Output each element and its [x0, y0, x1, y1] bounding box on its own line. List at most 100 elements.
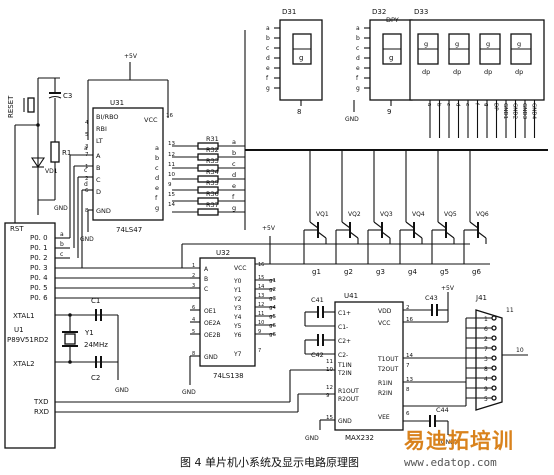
- transistor-label: VQ6: [476, 211, 489, 218]
- reset-circuit: RESET C3 R1 VD1 GND: [7, 77, 72, 223]
- u31-in-c-label: c: [84, 167, 87, 174]
- u41-right-pin: R1IN: [378, 380, 392, 387]
- digit-select-label: g5: [440, 268, 449, 276]
- display-pin-label: a: [356, 25, 360, 32]
- seg-line-label: g: [232, 204, 236, 212]
- u32-gnd-label: GND: [182, 389, 196, 396]
- u32-left-pin: C: [204, 286, 208, 293]
- u31-pin-ob: b: [155, 154, 159, 162]
- u32-part: 74LS138: [213, 372, 244, 380]
- mcu-u1: RST P0. 0 P0. 1 P0. 2 P0. 3 P0. 4 P0. 5 …: [4, 222, 56, 449]
- u32-right-num: 9: [258, 329, 261, 335]
- reset-cap-label: C3: [63, 92, 72, 100]
- display-pin-label: b: [266, 35, 270, 42]
- seg-line-label: e: [232, 182, 236, 190]
- u31-num-1: 1: [85, 164, 89, 170]
- u32-left-pin: OE1: [204, 308, 217, 315]
- cap-c43: C43: [425, 294, 438, 302]
- seg-resistor-label: R32: [206, 146, 219, 154]
- u41-left-num: 15: [326, 415, 333, 421]
- u32-left-pin: A: [204, 266, 209, 273]
- transistor-label: VQ4: [412, 211, 425, 218]
- mcu-pin-p01: P0. 1: [30, 244, 48, 252]
- u41-left-pin: T2IN: [337, 370, 352, 377]
- u32-right-num: 10: [258, 320, 264, 326]
- mcu-pin-p04: P0. 4: [30, 274, 48, 282]
- mcu-part: P89V51RD2: [7, 336, 49, 344]
- u32-left-num: 2: [192, 273, 195, 279]
- d33-seg-g: g: [455, 40, 459, 48]
- mcu-pin-txd: TXD: [33, 398, 48, 406]
- u32-right-pin: VCC: [234, 265, 246, 272]
- u32-right-num: 14: [258, 284, 264, 290]
- u41-right-num: 6: [406, 411, 410, 417]
- u32-right-pin: Y3: [233, 305, 242, 312]
- gnd-label: GND: [345, 116, 359, 123]
- u41-right-pin: VEE: [378, 414, 390, 421]
- db9-pin-num: 2: [484, 336, 488, 343]
- db9-pin: [491, 355, 497, 361]
- u41-right-pin: VDD: [378, 308, 392, 315]
- display-ref: D32: [372, 8, 386, 16]
- u32-right-num: 12: [258, 302, 264, 308]
- d33-seg-dp: dp: [484, 68, 492, 76]
- u32-vcc-label: +5V: [262, 225, 276, 232]
- u32-left-num: 6: [192, 305, 195, 311]
- d33-pin: f: [474, 103, 480, 106]
- u31-ref: U31: [110, 99, 124, 107]
- u31-pin-bi: BI/RBO: [96, 113, 119, 121]
- u31-num-8: 8: [85, 208, 89, 214]
- mcu-pin-p03: P0. 3: [30, 264, 48, 272]
- watermark-url: www.edatop.com: [404, 456, 497, 469]
- d33-seg-dp: dp: [453, 68, 461, 76]
- crystal-osc: Y1 24MHz C1 C2 GND: [55, 297, 129, 394]
- u32-right-pin: Y5: [233, 323, 242, 330]
- u41-right-num: 16: [406, 317, 413, 323]
- u31-num-4: 4: [85, 120, 89, 126]
- u31-pin-rbi: RBI: [96, 125, 107, 133]
- d33-seg-g: g: [517, 40, 521, 48]
- cap-c41: C41: [311, 296, 324, 304]
- u32-right-pin: Y0: [233, 278, 242, 285]
- db9-pin-num: 5: [484, 396, 488, 403]
- mcu-pin-p02: P0. 2: [30, 254, 48, 262]
- figure-caption: 图 4 单片机小系统及显示电路原理图: [180, 456, 359, 469]
- u32-ref: U32: [216, 249, 230, 257]
- u32-right-pin: Y4: [233, 314, 242, 321]
- u32-right-num: 7: [258, 348, 261, 354]
- seg-resistor-label: R37: [206, 201, 219, 209]
- cap-c42: C42: [311, 351, 324, 359]
- u32-out-label: g3: [269, 296, 276, 302]
- u32-left-pin: OE2B: [204, 332, 220, 339]
- db9-pin-num: 1: [484, 316, 488, 323]
- u31-pin-oa: a: [155, 144, 159, 152]
- d33-pin: c: [445, 103, 451, 106]
- u41-right-pin: VCC: [378, 320, 390, 327]
- d33-seg-dp: dp: [422, 68, 430, 76]
- d33-pin: a: [426, 103, 432, 106]
- seg-resistor-label: R34: [206, 168, 219, 176]
- u41-left-pin: C2-: [338, 352, 348, 359]
- db9-pin: [491, 315, 497, 321]
- p0-bus-wires: a b c: [55, 155, 190, 299]
- display-pin-label: g: [356, 85, 360, 92]
- db9-pin: [491, 325, 497, 331]
- u31-num-15: 15: [168, 192, 175, 198]
- u31-num-3: 3: [85, 144, 89, 150]
- display-seg-g: g: [299, 54, 303, 62]
- u41-left-pin: GND: [338, 418, 352, 425]
- u32-right-num: 11: [258, 311, 264, 317]
- u32-left-num: 8: [192, 351, 195, 357]
- db9-pin-num: 8: [484, 366, 488, 373]
- d33-pin: e: [464, 103, 470, 107]
- u31-num-10: 10: [168, 172, 175, 178]
- bus-a-label: a: [60, 231, 64, 238]
- bus-b-label: b: [60, 241, 64, 248]
- u31-pin-oc: c: [155, 164, 159, 172]
- mcu-pin-rst: RST: [10, 225, 24, 233]
- db9-pin: [491, 385, 497, 391]
